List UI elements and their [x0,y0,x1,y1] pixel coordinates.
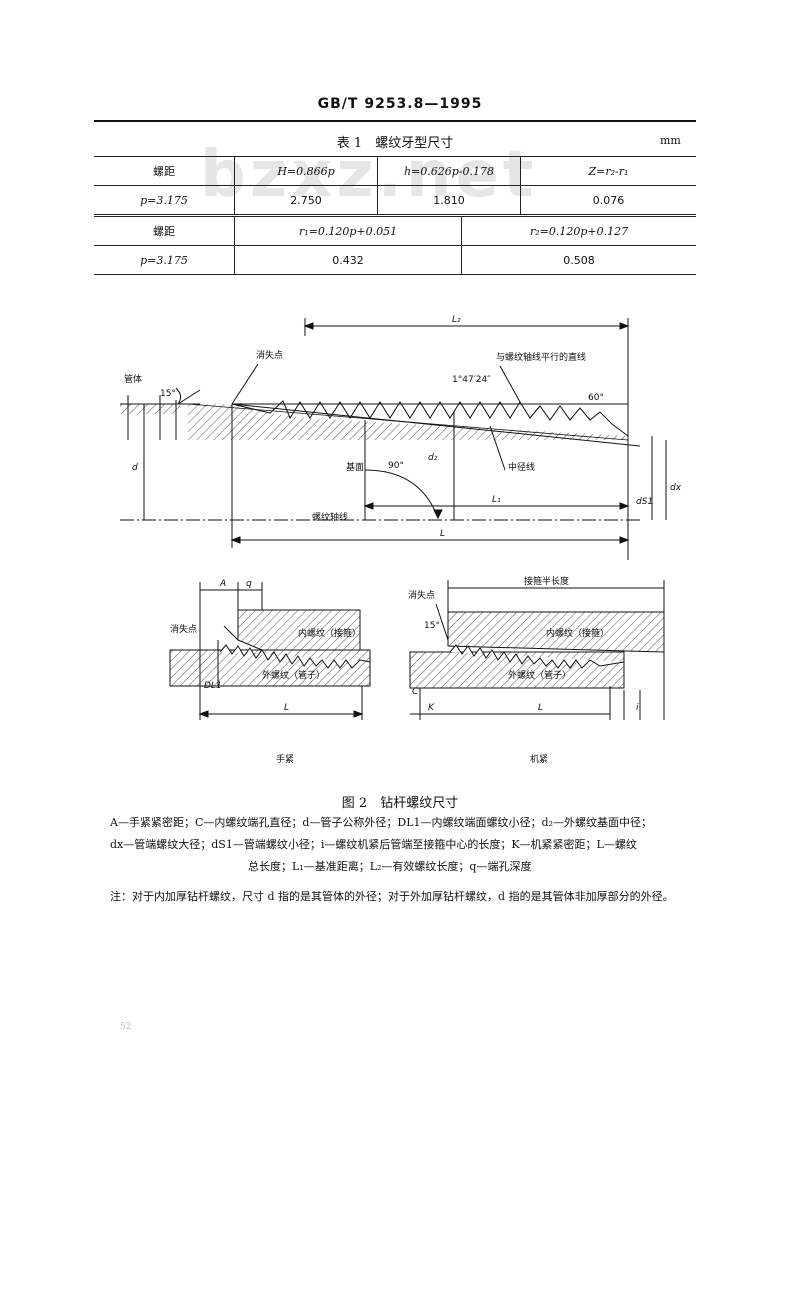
label-L2: L₂ [452,315,461,325]
header-cell: h=0.626p-0.178 [377,156,521,186]
label-q: q [246,579,252,589]
hand-tight-drawing [169,582,371,720]
label-C: C [412,687,419,697]
label-L: L [440,529,445,539]
table-cell: p=3.175 [94,185,235,215]
label-taper-angle: 1°47′24″ [452,375,491,385]
label-internal-thread-2: 内螺纹（接箍） [546,627,609,639]
label-parallel-line: 与螺纹轴线平行的直线 [496,351,586,363]
hand-tight-labels: A q 消失点 内螺纹（接箍） 外螺纹（管子） DL1 L 手紧 [170,579,361,765]
legend-line: dx—管端螺纹大径；dS1—管端螺纹小径；i—螺纹机紧后管端至接箍中心的长度；K… [110,838,637,851]
header-cell: Z=r₂-r₁ [520,156,696,186]
note: 注：对于内加厚钻杆螺纹，尺寸 d 指的是其管体的外径；对于外加厚钻杆螺纹，d 指… [110,890,674,903]
label-external-thread-2: 外螺纹（管子） [508,669,571,681]
table-title: 表 1 螺纹牙型尺寸 [336,136,454,151]
label-pipe-body: 管体 [124,373,142,385]
table-header-row: 螺距 H=0.866p h=0.626p-0.178 Z=r₂-r₁ [94,156,696,186]
legend-line: A—手紧紧密距；C—内螺纹端孔直径；d—管子公称外径；DL1—内螺纹端面螺纹小径… [110,816,652,829]
thread-profile-table-2: 螺距 r₁=0.120p+0.051 r₂=0.120p+0.127 p=3.1… [94,216,696,275]
label-machine-tight: 机紧 [530,753,548,765]
label-L1: L₁ [492,495,501,505]
label-vanish-point-3: 消失点 [408,589,435,601]
label-external-thread: 外螺纹（管子） [262,669,325,681]
label-DL1: DL1 [204,681,222,691]
top-rule [94,120,696,122]
figure-caption: 图 2 钻杆螺纹尺寸 [341,796,459,811]
table-cell: p=3.175 [94,245,235,275]
table-cell: 0.432 [234,245,462,275]
table-unit: mm [660,134,681,147]
label-internal-thread: 内螺纹（接箍） [298,627,361,639]
table-cell: 0.076 [520,185,696,215]
label-pitch-line: 中径线 [508,461,535,473]
label-angle-90: 90° [388,461,404,471]
table-cell: 1.810 [377,185,521,215]
label-d2: d₂ [428,453,438,463]
machine-tight-drawing [409,580,665,720]
label-hand-tight: 手紧 [276,753,294,765]
label-dx: dx [670,483,682,493]
label-vanish-point: 消失点 [256,349,283,361]
label-base-plane: 基面 [346,461,364,473]
label-angle-15: 15° [160,389,176,399]
thread-profile-drawing [120,318,667,560]
standard-header: GB/T 9253.8—1995 [317,96,483,112]
header-cell: 螺距 [94,216,235,246]
label-coupling-half: 接箍半长度 [524,575,569,587]
label-thread-axis: 螺纹轴线 [312,511,348,523]
table-header-row: 螺距 r₁=0.120p+0.051 r₂=0.120p+0.127 [94,216,696,246]
legend-line: 总长度；L₁—基准距离；L₂—有效螺纹长度；q—端孔深度 [248,860,532,873]
thread-profile-table-1: 螺距 H=0.866p h=0.626p-0.178 Z=r₂-r₁ p=3.1… [94,156,696,215]
label-angle-60: 60° [588,393,604,403]
table-row: p=3.175 0.432 0.508 [94,245,696,275]
label-i: i [636,703,639,713]
label-A: A [219,579,226,589]
profile-labels: L₂ 消失点 管体 15° 与螺纹轴线平行的直线 1°47′24″ 60° d … [124,315,682,539]
label-vanish-point-2: 消失点 [170,623,197,635]
header-cell: r₂=0.120p+0.127 [461,216,696,246]
header-cell: r₁=0.120p+0.051 [234,216,462,246]
label-L-c: L [538,703,543,713]
label-d: d [132,463,138,473]
table-cell: 2.750 [234,185,378,215]
header-cell: H=0.866p [234,156,378,186]
label-dS1: dS1 [636,497,653,507]
label-K: K [428,703,435,713]
label-angle-15b: 15° [424,621,440,631]
figure-legend: A—手紧紧密距；C—内螺纹端孔直径；d—管子公称外径；DL1—内螺纹端面螺纹小径… [110,812,690,878]
page-mark: 52 [120,1022,132,1032]
machine-tight-labels: 接箍半长度 消失点 15° 内螺纹（接箍） 外螺纹（管子） C K L i 机紧 [408,575,639,765]
table-row: p=3.175 2.750 1.810 0.076 [94,185,696,215]
table-cell: 0.508 [461,245,696,275]
header-cell: 螺距 [94,156,235,186]
label-L-b: L [284,703,289,713]
